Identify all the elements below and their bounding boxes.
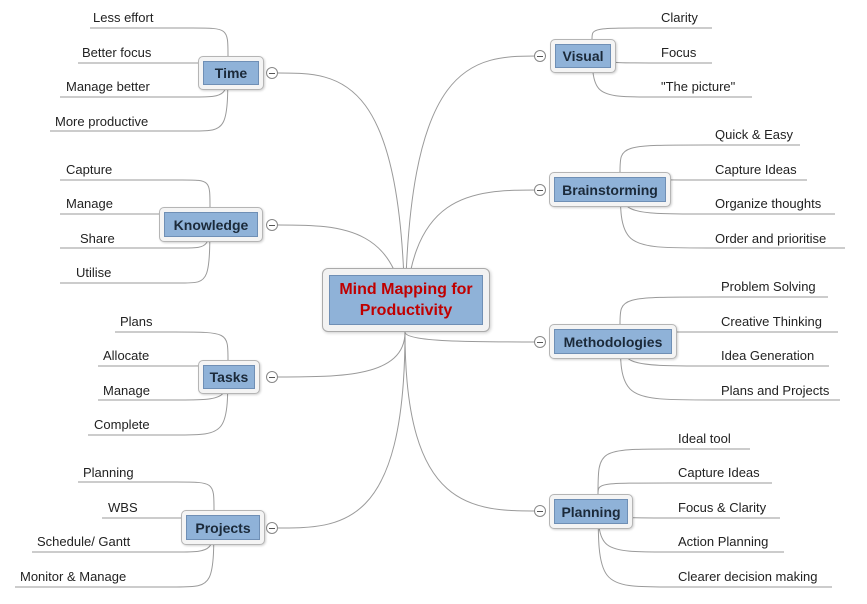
subtopic-tasks-1: Plans (120, 314, 153, 329)
subtopic-time-2: Better focus (82, 45, 152, 60)
connector-line (597, 482, 673, 495)
collapse-planning-icon[interactable] (534, 505, 546, 517)
collapse-projects-icon[interactable] (266, 522, 278, 534)
subtopic-tasks-3: Manage (103, 383, 150, 398)
collapse-visual-icon[interactable] (534, 50, 546, 62)
central-topic-label: Mind Mapping for Productivity (329, 275, 483, 325)
connector-line (173, 331, 229, 361)
subtopic-projects-3: Schedule/ Gantt (37, 534, 131, 549)
connector-line (277, 331, 406, 378)
topic-brainstorming-label: Brainstorming (554, 177, 666, 202)
connector-line (181, 179, 211, 208)
subtopic-planning-2: Capture Ideas (678, 465, 760, 480)
connector-line (619, 144, 709, 173)
subtopic-methodologies-4: Plans and Projects (721, 383, 830, 398)
collapse-methodologies-icon[interactable] (534, 336, 546, 348)
topic-knowledge-label: Knowledge (164, 212, 258, 237)
topic-projects-label: Projects (186, 515, 260, 540)
subtopic-brainstorming-1: Quick & Easy (715, 127, 794, 142)
collapse-brainstorming-icon[interactable] (534, 184, 546, 196)
topic-methodologies-label: Methodologies (554, 329, 672, 354)
connector-line (404, 331, 541, 343)
subtopic-projects-1: Planning (83, 465, 134, 480)
subtopic-time-3: Manage better (66, 79, 150, 94)
topic-projects[interactable]: Projects (181, 510, 265, 545)
topic-tasks[interactable]: Tasks (198, 360, 260, 394)
subtopic-methodologies-2: Creative Thinking (721, 314, 822, 329)
topic-visual[interactable]: Visual (550, 39, 616, 73)
topic-knowledge[interactable]: Knowledge (159, 207, 263, 242)
connector-line (277, 72, 406, 333)
topic-time[interactable]: Time (198, 56, 264, 90)
subtopic-projects-4: Monitor & Manage (20, 569, 127, 584)
subtopic-knowledge-1: Capture (66, 162, 113, 177)
subtopic-projects-2: WBS (108, 500, 138, 515)
subtopic-time-4: More productive (55, 114, 149, 129)
topic-time-label: Time (203, 61, 259, 85)
collapse-time-icon[interactable] (266, 67, 278, 79)
connector-line (191, 27, 229, 57)
subtopic-brainstorming-2: Capture Ideas (715, 162, 797, 177)
collapse-knowledge-icon[interactable] (266, 219, 278, 231)
subtopic-visual-1: Clarity (661, 10, 698, 25)
connector-line (591, 27, 657, 40)
connector-line (175, 481, 215, 511)
topic-planning[interactable]: Planning (549, 494, 633, 529)
subtopic-planning-1: Ideal tool (678, 431, 731, 446)
subtopic-brainstorming-4: Order and prioritise (715, 231, 827, 246)
connector-line (597, 448, 673, 495)
subtopic-knowledge-4: Utilise (76, 265, 112, 280)
topic-brainstorming[interactable]: Brainstorming (549, 172, 671, 207)
subtopic-time-1: Less effort (93, 10, 154, 25)
subtopic-methodologies-3: Idea Generation (721, 348, 815, 363)
subtopic-planning-3: Focus & Clarity (678, 500, 767, 515)
topic-planning-label: Planning (554, 499, 628, 524)
subtopic-brainstorming-3: Organize thoughts (715, 196, 822, 211)
connector-line (619, 296, 715, 325)
subtopic-methodologies-1: Problem Solving (721, 279, 816, 294)
connector-line (277, 331, 406, 529)
collapse-tasks-icon[interactable] (266, 371, 278, 383)
central-topic[interactable]: Mind Mapping for Productivity (322, 268, 490, 332)
subtopic-planning-4: Action Planning (678, 534, 769, 549)
subtopic-tasks-2: Allocate (103, 348, 150, 363)
subtopic-visual-3: "The picture" (661, 79, 736, 94)
subtopic-knowledge-2: Manage (66, 196, 113, 211)
topic-methodologies[interactable]: Methodologies (549, 324, 677, 359)
topic-visual-label: Visual (555, 44, 611, 68)
subtopic-tasks-4: Complete (94, 417, 150, 432)
subtopic-visual-2: Focus (661, 45, 697, 60)
connector-line (404, 55, 541, 333)
subtopic-planning-5: Clearer decision making (678, 569, 818, 584)
topic-tasks-label: Tasks (203, 365, 255, 389)
subtopic-knowledge-3: Share (80, 231, 115, 246)
connector-line (404, 331, 541, 512)
